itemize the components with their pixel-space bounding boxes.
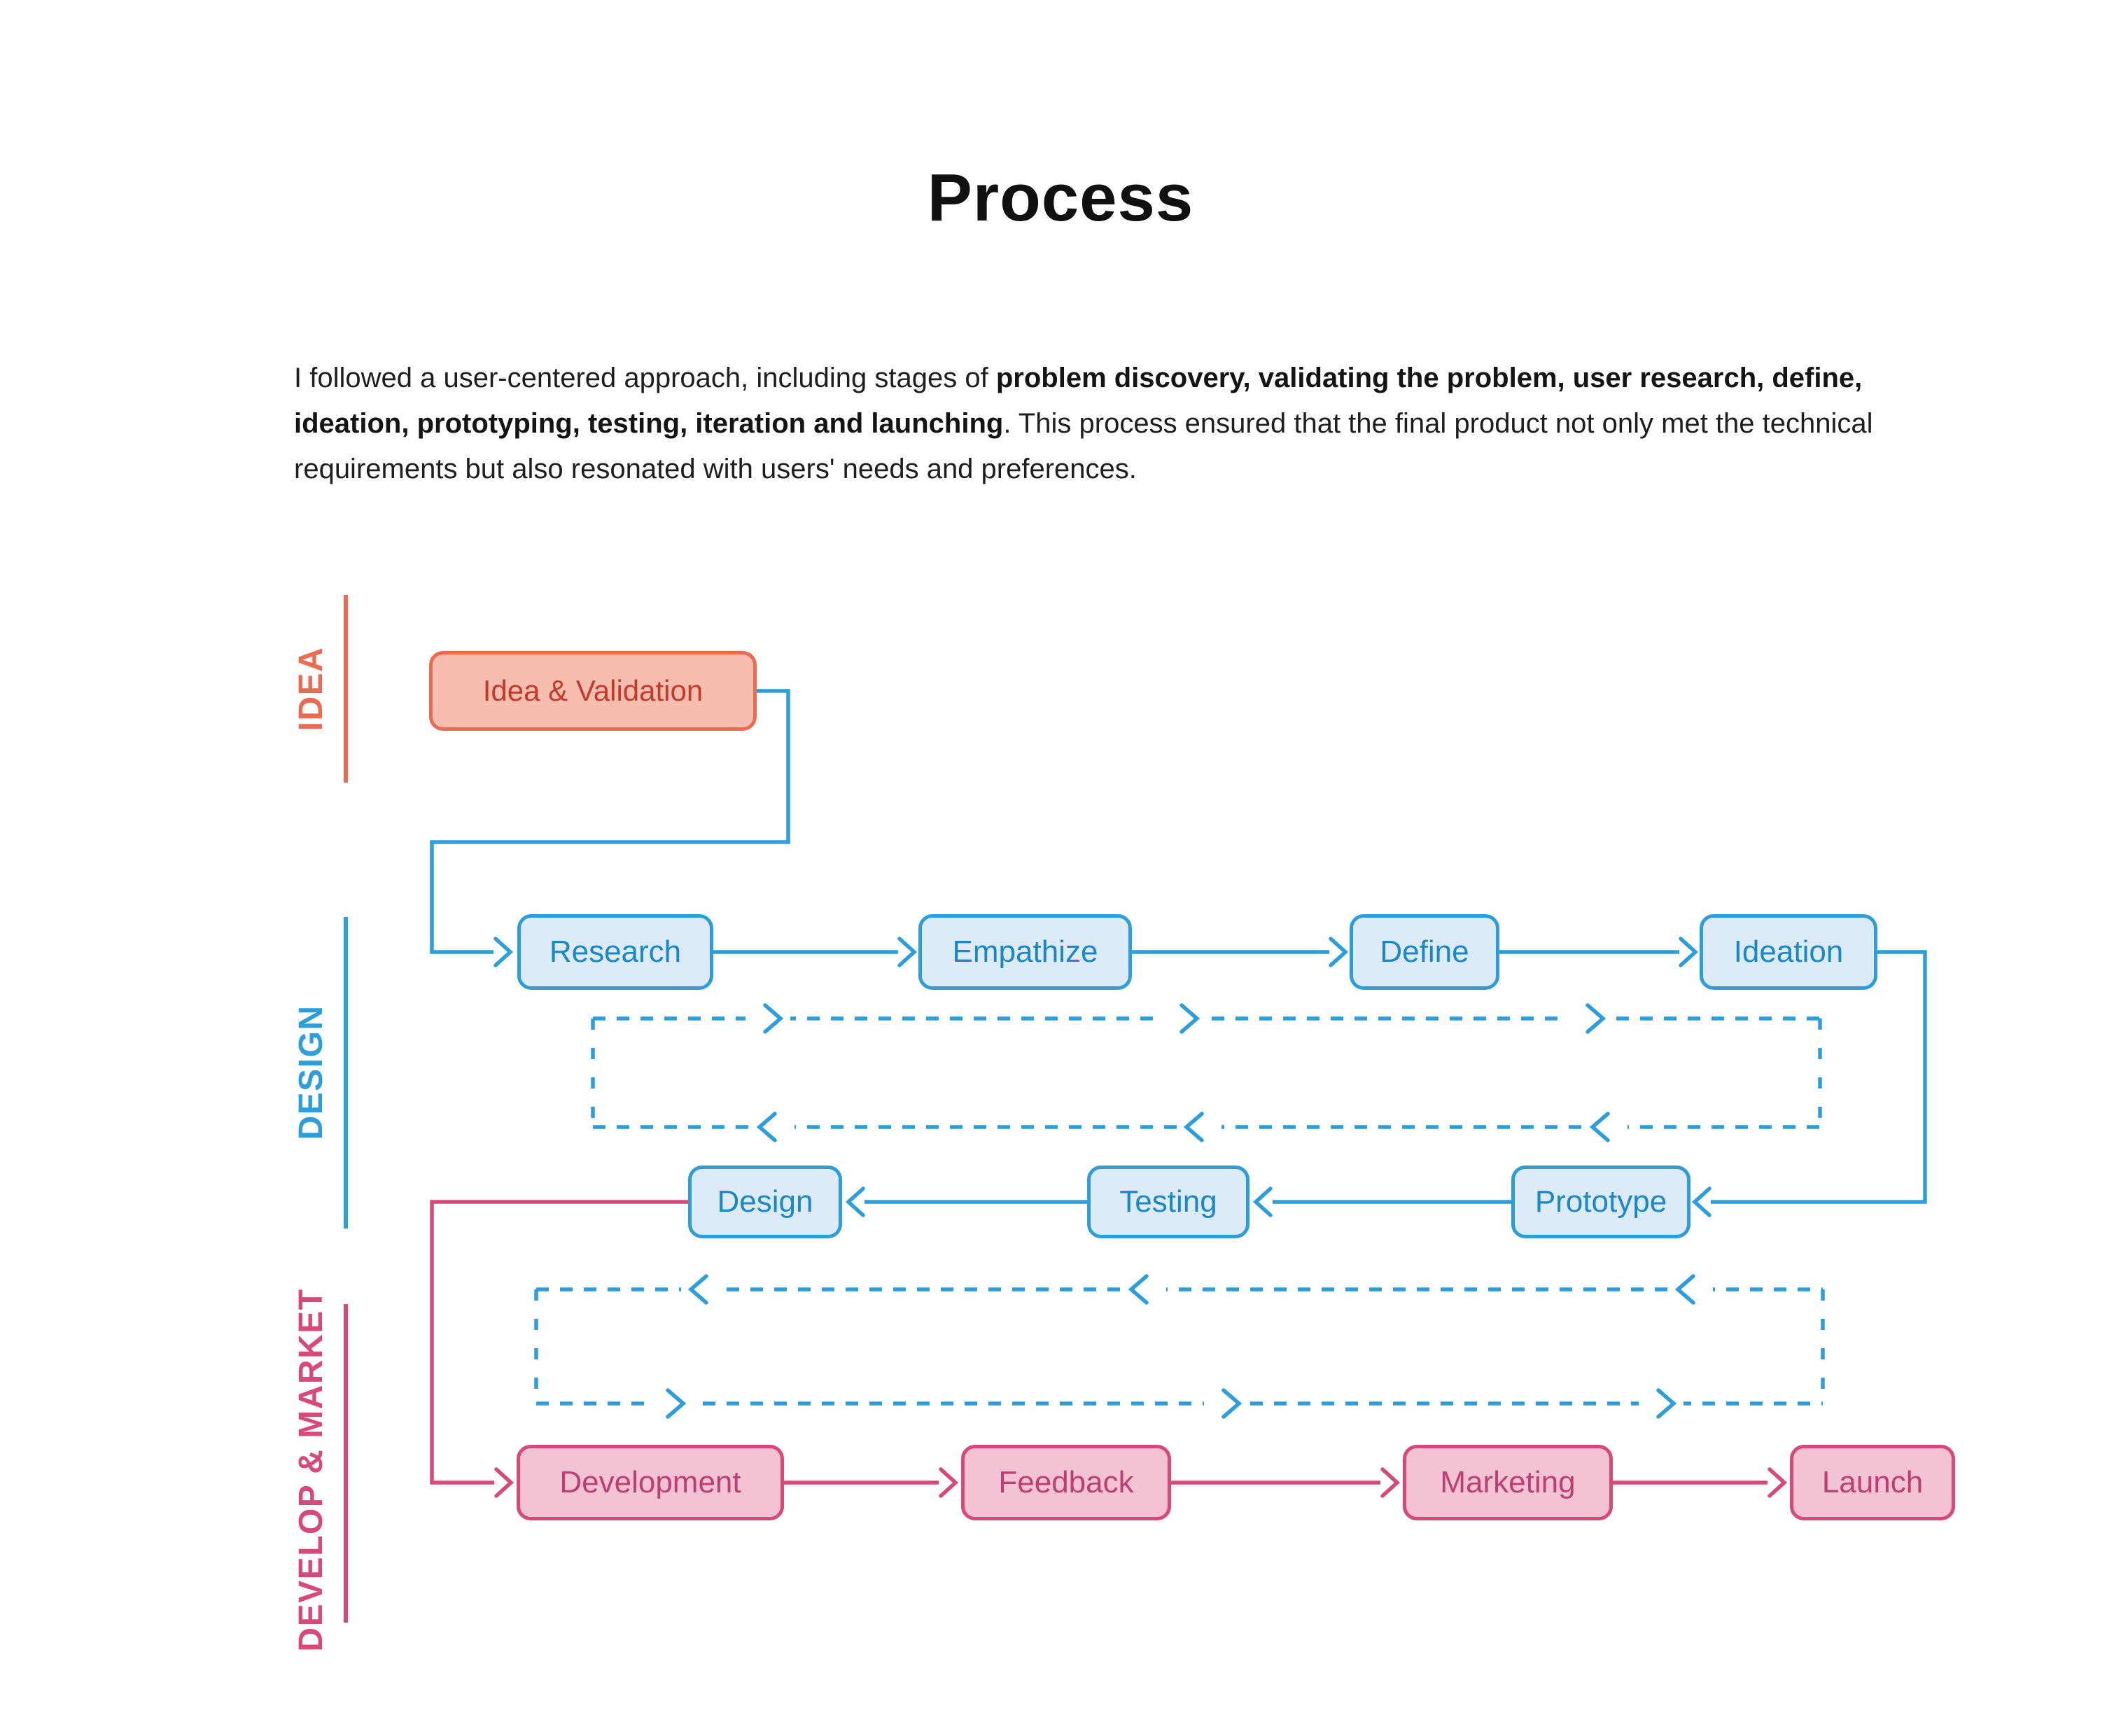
loop1-arrowhead-left-3 [1589,1112,1610,1142]
loop2-arrowhead-right-3 [1656,1388,1677,1419]
node-research: Research [517,914,713,990]
arrowhead-marketing [1380,1467,1401,1498]
loop2-arrowhead-left-1 [687,1274,708,1305]
arrow-design-to-development [430,1200,688,1485]
arrow-idea-to-research [430,689,790,954]
arrowhead-empathize [897,937,918,967]
loop2-arrowhead-left-3 [1674,1274,1695,1305]
arrowhead-define [1329,937,1349,967]
page-title: Process [927,160,1194,235]
arrowhead-feedback [939,1467,959,1498]
section-label-design: DESIGN [292,1004,330,1140]
node-ideation: Ideation [1700,914,1877,990]
node-development: Development [517,1445,784,1520]
loop1-arrowhead-left-2 [1183,1112,1204,1142]
loop1-arrowhead-right-1 [763,1003,784,1034]
node-prototype: Prototype [1511,1166,1690,1238]
design-iteration-loop [591,1003,1822,1142]
loop2-arrowhead-left-2 [1128,1274,1149,1305]
section-label-develop: DEVELOP & MARKET [292,1288,330,1652]
arrowhead-design [845,1186,865,1217]
develop-iteration-loop [534,1274,1825,1419]
intro-text-bold: problem discovery, validating the proble… [294,363,1863,439]
node-marketing: Marketing [1403,1445,1613,1520]
loop2-arrowhead-right-1 [666,1388,687,1419]
arrowhead-research [493,937,514,967]
node-feedback: Feedback [961,1445,1171,1520]
arrow-ideation-to-prototype [1711,950,1927,1204]
node-design: Design [688,1166,842,1238]
intro-text-post: . This process ensured that the final pr… [294,407,1873,484]
node-testing: Testing [1087,1166,1250,1238]
node-idea-validation: Idea & Validation [429,651,757,731]
intro-text-pre: I followed a user-centered approach, inc… [294,363,996,393]
loop1-arrowhead-left-1 [756,1112,777,1142]
arrowhead-prototype [1691,1186,1712,1217]
loop1-arrowhead-right-2 [1180,1003,1200,1034]
loop1-arrowhead-right-3 [1586,1003,1606,1034]
arrowhead-development [494,1467,514,1498]
arrowhead-launch [1768,1467,1788,1498]
section-label-idea: IDEA [292,646,330,732]
loop2-arrowhead-right-2 [1222,1388,1242,1419]
intro-paragraph: I followed a user-centered approach, inc… [294,356,1883,491]
arrowhead-testing [1252,1186,1273,1217]
node-empathize: Empathize [918,914,1132,990]
arrowhead-ideation [1679,937,1699,967]
node-launch: Launch [1790,1445,1955,1520]
node-define: Define [1350,914,1499,990]
